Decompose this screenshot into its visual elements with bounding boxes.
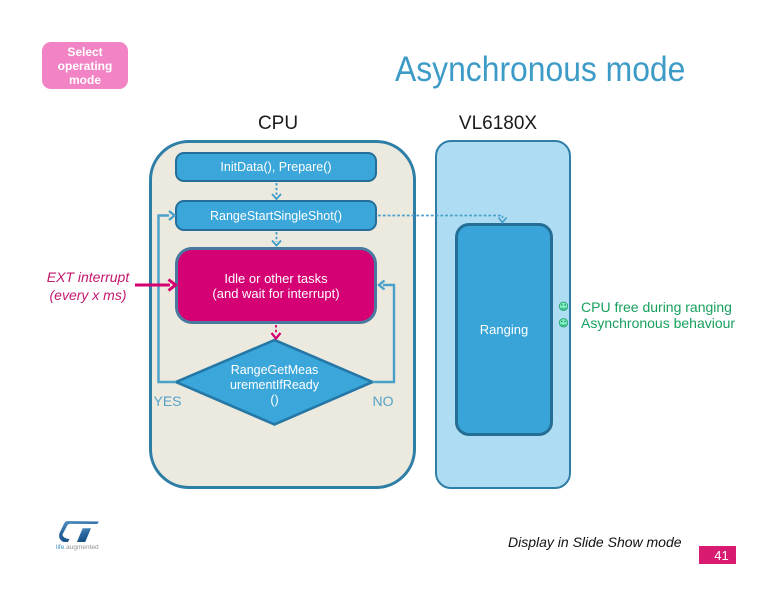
svg-text:urementIfReady: urementIfReady	[230, 378, 320, 392]
svg-text:RangeGetMeas: RangeGetMeas	[231, 363, 319, 377]
svg-text:(): ()	[270, 393, 278, 407]
